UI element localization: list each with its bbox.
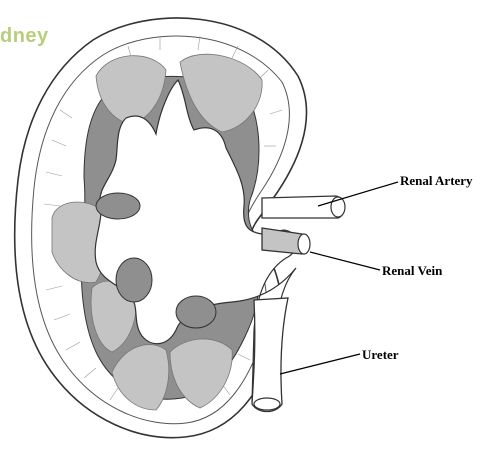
calyx-island bbox=[96, 193, 140, 219]
calyx-island bbox=[116, 258, 152, 302]
renal-vein-label: Renal Vein bbox=[382, 263, 442, 279]
vein-leader-line bbox=[310, 252, 380, 270]
ureter-opening bbox=[254, 398, 280, 410]
title-fragment: dney bbox=[0, 25, 49, 48]
renal-artery-label: Renal Artery bbox=[400, 173, 473, 189]
calyx-island bbox=[176, 296, 216, 328]
ureter-label: Ureter bbox=[362, 347, 399, 363]
ureter-leader-line bbox=[280, 354, 360, 374]
artery-leader-line bbox=[318, 182, 398, 206]
vein-opening bbox=[298, 234, 310, 254]
ureter bbox=[252, 298, 288, 412]
